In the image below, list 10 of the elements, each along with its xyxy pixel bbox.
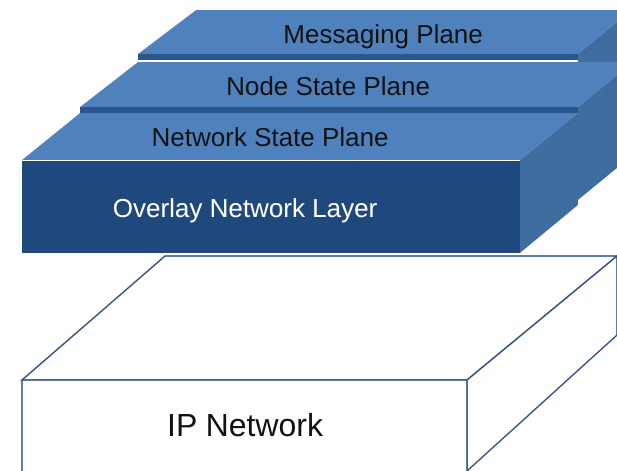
layer-block (20, 254, 617, 471)
layer-label: Messaging Plane (283, 19, 483, 49)
layer-label: Network State Plane (152, 122, 388, 152)
layer-label: IP Network (167, 407, 323, 443)
layer-label: Overlay Network Layer (112, 193, 378, 223)
layer-block (22, 161, 520, 253)
layer-label: Node State Plane (226, 71, 430, 101)
plane-slab (22, 113, 578, 160)
plane-slab (80, 62, 617, 113)
plane-slab (138, 10, 617, 60)
